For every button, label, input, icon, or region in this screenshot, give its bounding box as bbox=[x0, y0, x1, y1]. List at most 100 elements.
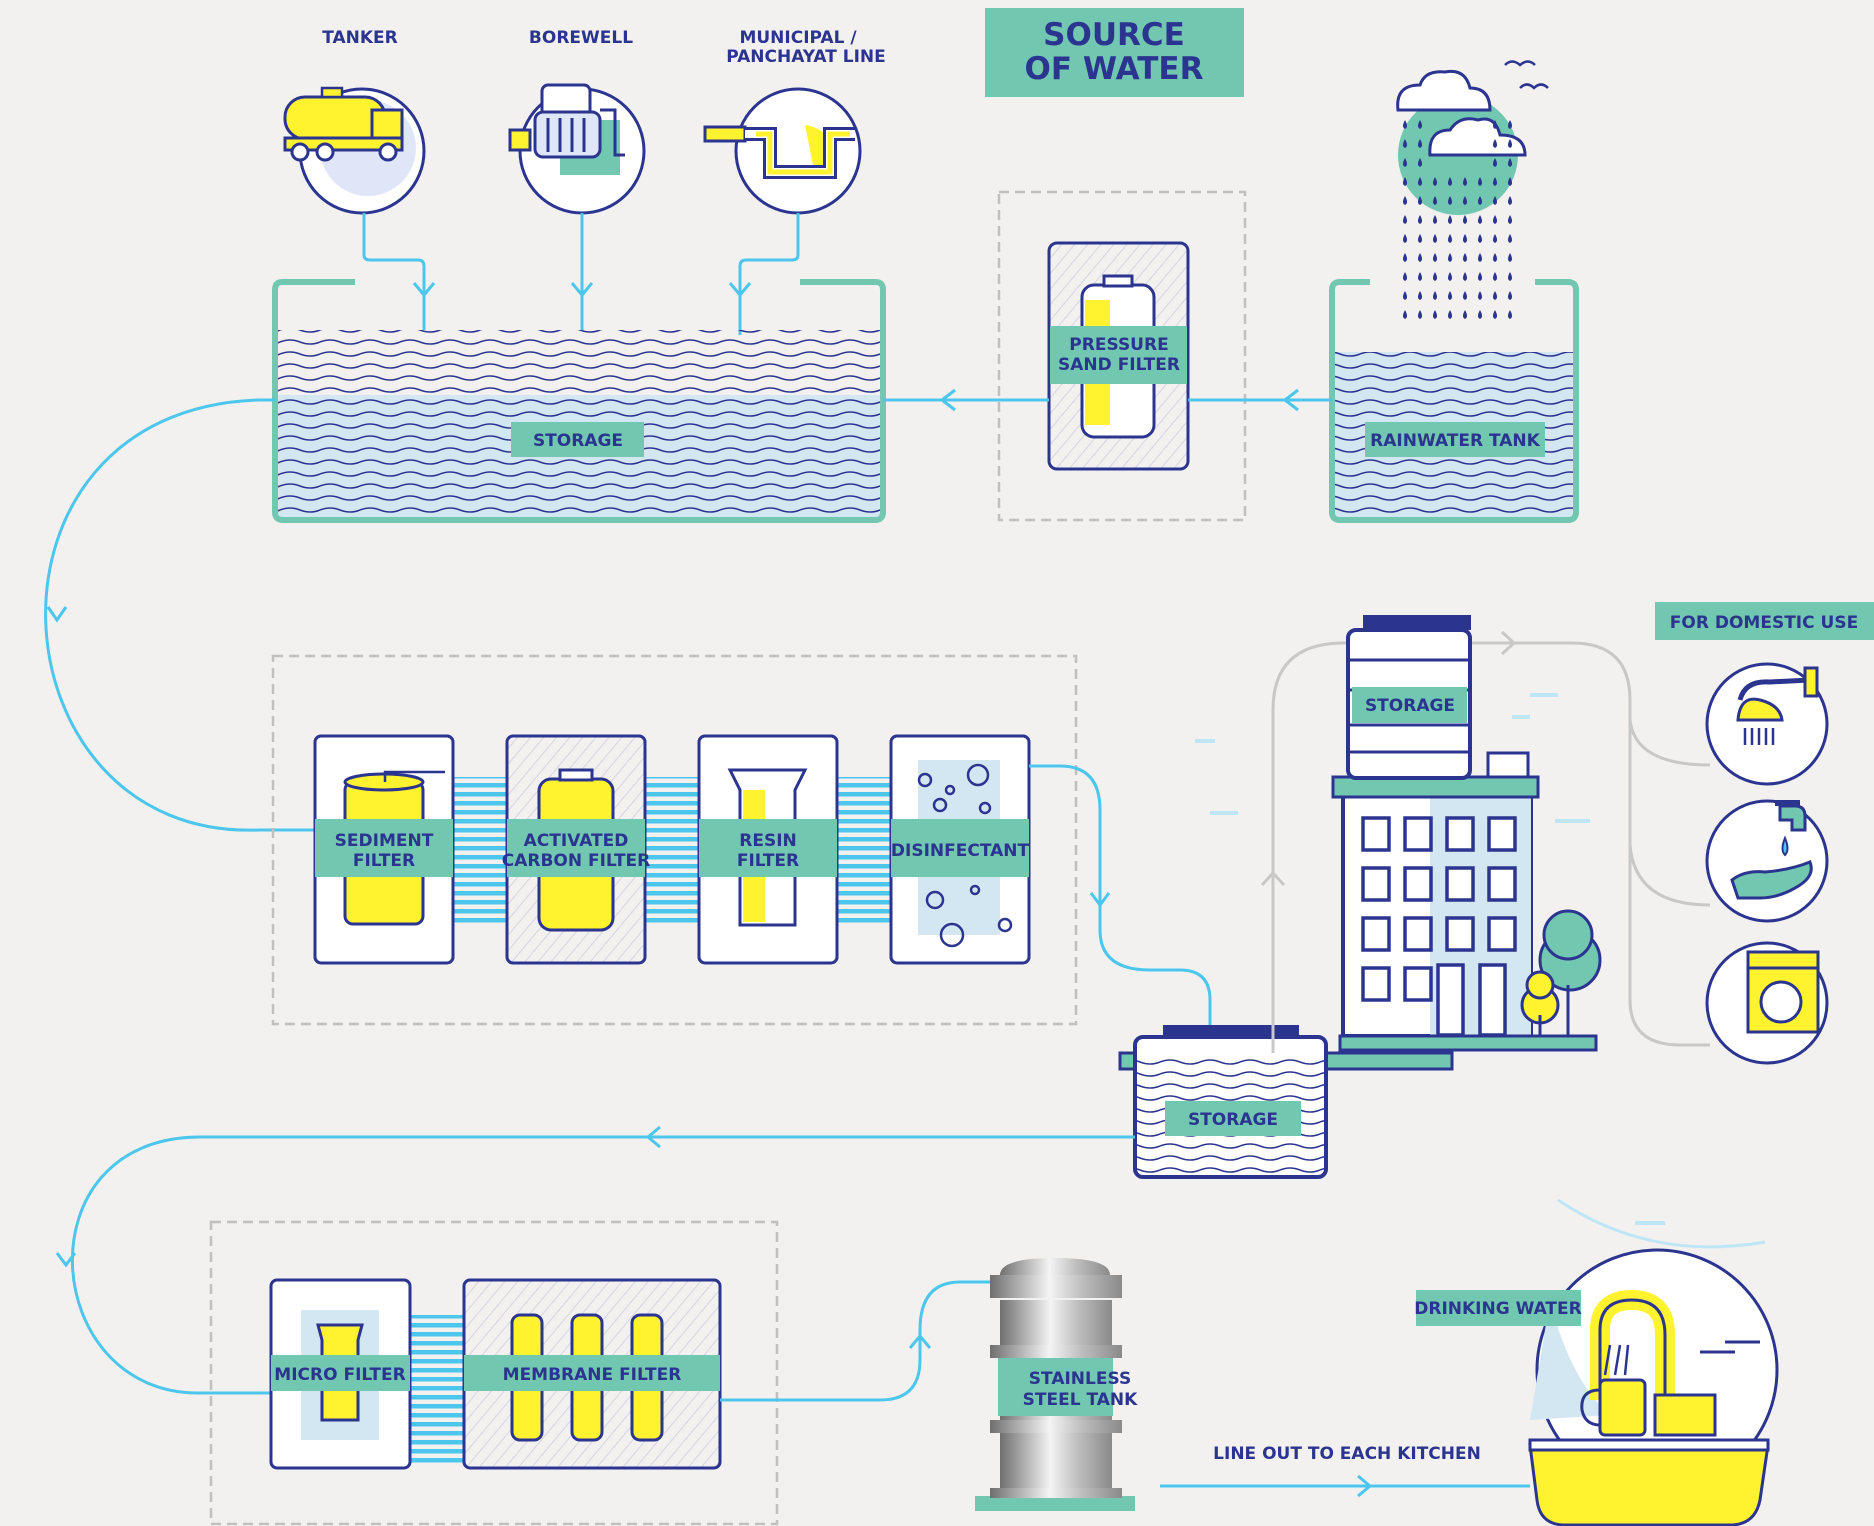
raindrop bbox=[1403, 196, 1407, 205]
resin-label-2: FILTER bbox=[737, 851, 799, 871]
drinking-water-sink: DRINKING WATER bbox=[1414, 1198, 1779, 1526]
raindrop bbox=[1418, 196, 1422, 205]
raindrop bbox=[1478, 253, 1482, 262]
raindrop bbox=[1493, 272, 1497, 281]
raindrop bbox=[1493, 291, 1497, 300]
resin-filter: RESIN FILTER bbox=[697, 734, 839, 965]
raindrop bbox=[1418, 177, 1422, 186]
membrane-filter-label: MEMBRANE FILTER bbox=[503, 1365, 682, 1385]
raindrop bbox=[1448, 234, 1452, 243]
sump-to-micro-filter-pipe bbox=[55, 1125, 1135, 1395]
building-window bbox=[1487, 866, 1517, 902]
raindrop bbox=[1493, 215, 1497, 224]
building-window bbox=[1361, 916, 1391, 952]
overhead-storage-tank: STORAGE bbox=[1346, 615, 1472, 780]
hand-wash-icon bbox=[1705, 799, 1829, 923]
raindrop bbox=[1448, 272, 1452, 281]
raindrop bbox=[1403, 215, 1407, 224]
raindrop bbox=[1448, 310, 1452, 319]
raindrop bbox=[1433, 215, 1437, 224]
building-window bbox=[1487, 816, 1517, 852]
raindrop bbox=[1463, 177, 1467, 186]
domestic-use-badge: FOR DOMESTIC USE bbox=[1655, 602, 1874, 640]
building-window bbox=[1445, 916, 1475, 952]
birds-icon bbox=[1504, 60, 1549, 90]
connector-bars bbox=[837, 777, 891, 925]
raindrop bbox=[1418, 139, 1422, 148]
shower-icon bbox=[1705, 662, 1829, 786]
raindrop bbox=[1508, 272, 1512, 281]
raindrop bbox=[1403, 310, 1407, 319]
raindrop bbox=[1418, 120, 1422, 129]
raindrop bbox=[1448, 215, 1452, 224]
raindrop bbox=[1418, 253, 1422, 262]
disinfectant-to-sump-pipe bbox=[1029, 764, 1212, 1030]
raindrop bbox=[1463, 253, 1467, 262]
filter-group-1-frame bbox=[271, 654, 1078, 1026]
raindrop bbox=[1493, 310, 1497, 319]
raindrop bbox=[1418, 272, 1422, 281]
raindrop bbox=[1433, 310, 1437, 319]
rainwater-pipes bbox=[883, 388, 1332, 412]
raindrop bbox=[1448, 196, 1452, 205]
borewell-icon bbox=[508, 83, 646, 215]
raindrop bbox=[1463, 310, 1467, 319]
rain-drops bbox=[1403, 120, 1512, 319]
raindrop bbox=[1403, 177, 1407, 186]
raindrop bbox=[1403, 291, 1407, 300]
tanker-label: TANKER bbox=[322, 28, 398, 48]
raindrop bbox=[1478, 215, 1482, 224]
raindrop bbox=[1403, 158, 1407, 167]
pressure-sand-filter: PRESSURE SAND FILTER bbox=[997, 190, 1247, 522]
raindrop bbox=[1433, 291, 1437, 300]
raindrop bbox=[1463, 234, 1467, 243]
raindrop bbox=[1493, 253, 1497, 262]
washing-machine-icon bbox=[1705, 941, 1829, 1065]
raindrop bbox=[1403, 234, 1407, 243]
raindrop bbox=[1463, 196, 1467, 205]
raindrop bbox=[1493, 158, 1497, 167]
raindrop bbox=[1508, 253, 1512, 262]
raindrop bbox=[1433, 253, 1437, 262]
borewell-label: BOREWELL bbox=[529, 28, 633, 48]
raindrop bbox=[1433, 234, 1437, 243]
sediment-label-1: SEDIMENT bbox=[335, 831, 434, 851]
raindrop bbox=[1508, 234, 1512, 243]
storage-to-filters-pipe bbox=[44, 398, 318, 832]
raindrop bbox=[1493, 177, 1497, 186]
rainwater-tank: RAINWATER TANK bbox=[1329, 60, 1579, 523]
resin-label-1: RESIN bbox=[739, 831, 797, 851]
building bbox=[1260, 630, 1711, 1053]
carbon-filter: ACTIVATED CARBON FILTER bbox=[502, 734, 650, 965]
building-window bbox=[1361, 816, 1391, 852]
municipal-pipe-icon bbox=[703, 87, 862, 215]
line-out-label: LINE OUT TO EACH KITCHEN bbox=[1213, 1444, 1481, 1464]
steel-tank-label-2: STEEL TANK bbox=[1023, 1390, 1138, 1410]
raindrop bbox=[1478, 234, 1482, 243]
raindrop bbox=[1418, 215, 1422, 224]
domestic-use-label: FOR DOMESTIC USE bbox=[1670, 613, 1858, 633]
raindrop bbox=[1403, 139, 1407, 148]
title-line-2: OF WATER bbox=[1025, 51, 1204, 87]
drinking-water-label: DRINKING WATER bbox=[1414, 1299, 1581, 1319]
raindrop bbox=[1463, 215, 1467, 224]
sediment-filter: SEDIMENT FILTER bbox=[313, 734, 455, 965]
steel-tank-label-1: STAINLESS bbox=[1029, 1369, 1131, 1389]
disinfectant-unit: DISINFECTANT bbox=[889, 734, 1031, 965]
sediment-label-2: FILTER bbox=[353, 851, 415, 871]
rainwater-tank-label: RAINWATER TANK bbox=[1370, 431, 1541, 451]
carbon-label-1: ACTIVATED bbox=[524, 831, 629, 851]
raindrop bbox=[1478, 272, 1482, 281]
raindrop bbox=[1478, 177, 1482, 186]
main-storage-label: STORAGE bbox=[533, 431, 623, 451]
disinfectant-label: DISINFECTANT bbox=[891, 841, 1030, 861]
building-window bbox=[1403, 966, 1433, 1002]
sump-storage-label: STORAGE bbox=[1188, 1110, 1278, 1130]
raindrop bbox=[1508, 310, 1512, 319]
raindrop bbox=[1478, 310, 1482, 319]
raindrop bbox=[1433, 272, 1437, 281]
municipal-label-2: PANCHAYAT LINE bbox=[726, 47, 886, 67]
building-window bbox=[1487, 916, 1517, 952]
main-storage-tank: STORAGE bbox=[272, 279, 886, 523]
overhead-storage-label: STORAGE bbox=[1365, 696, 1455, 716]
